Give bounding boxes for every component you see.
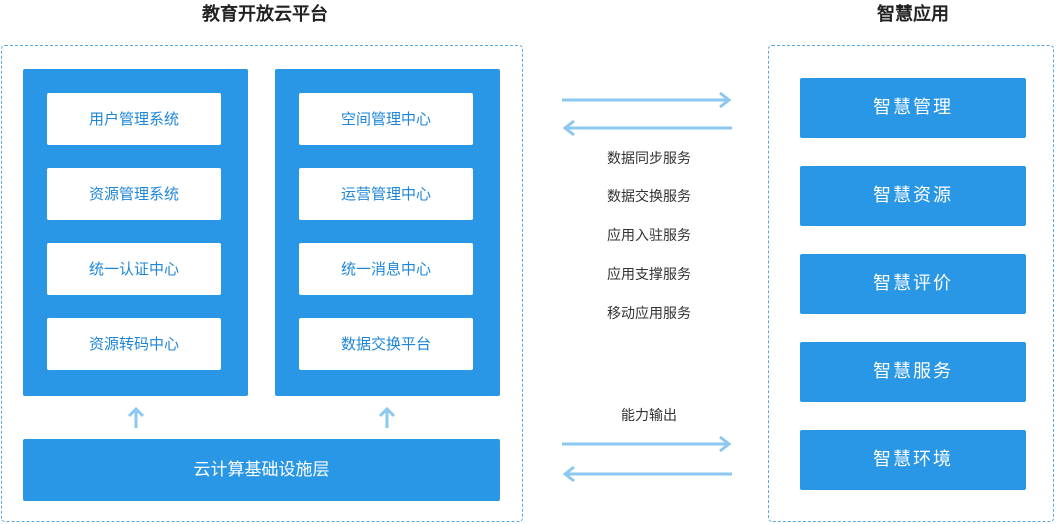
infrastructure-layer: 云计算基础设施层 — [23, 439, 500, 501]
smart-services-block: 智慧服务 — [800, 342, 1026, 402]
smart-management-block: 智慧管理 — [800, 78, 1026, 138]
module-data-exchange-platform: 数据交换平台 — [299, 318, 473, 370]
platform-column-2: 空间管理中心 运营管理中心 统一消息中心 数据交换平台 — [275, 69, 500, 396]
service-data-sync: 数据同步服务 — [607, 151, 691, 167]
module-user-management: 用户管理系统 — [47, 93, 221, 145]
module-resource-transcoding: 资源转码中心 — [47, 318, 221, 370]
service-mobile-app: 移动应用服务 — [607, 306, 691, 322]
left-title: 教育开放云平台 — [202, 4, 328, 25]
left-arrow-icon — [562, 465, 732, 483]
left-arrow-icon — [562, 119, 732, 137]
platform-column-1: 用户管理系统 资源管理系统 统一认证中心 资源转码中心 — [23, 69, 248, 396]
capability-output-label: 能力输出 — [621, 408, 677, 424]
platform-container — [1, 45, 523, 522]
module-resource-management: 资源管理系统 — [47, 168, 221, 220]
right-arrow-icon — [562, 91, 732, 109]
service-data-exchange: 数据交换服务 — [607, 189, 691, 205]
smart-environment-block: 智慧环境 — [800, 430, 1026, 490]
up-arrow-icon — [127, 406, 145, 428]
module-operations-management: 运营管理中心 — [299, 168, 473, 220]
right-arrow-icon — [562, 435, 732, 453]
right-title: 智慧应用 — [877, 4, 949, 25]
module-space-management: 空间管理中心 — [299, 93, 473, 145]
service-app-onboarding: 应用入驻服务 — [607, 228, 691, 244]
smart-apps-container — [768, 45, 1054, 522]
smart-resources-block: 智慧资源 — [800, 166, 1026, 226]
module-unified-messaging: 统一消息中心 — [299, 243, 473, 295]
up-arrow-icon — [378, 406, 396, 428]
service-app-support: 应用支撑服务 — [607, 267, 691, 283]
module-unified-auth: 统一认证中心 — [47, 243, 221, 295]
smart-evaluation-block: 智慧评价 — [800, 254, 1026, 314]
